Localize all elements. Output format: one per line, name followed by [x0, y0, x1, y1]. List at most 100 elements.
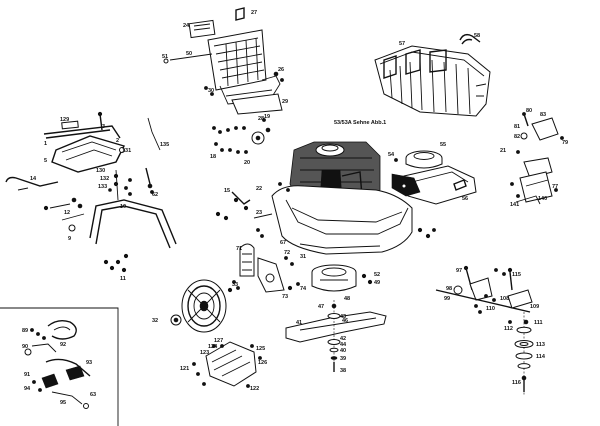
label-30: 30 — [208, 88, 214, 94]
part-number-labels: 24 27 50 51 57 58 26 29 30 28 129 1 3 2 … — [22, 10, 568, 406]
label-93: 93 — [86, 360, 92, 366]
label-43: 43 — [340, 314, 346, 320]
label-91: 91 — [24, 372, 30, 378]
label-82: 82 — [514, 134, 520, 140]
engine-and-deck — [271, 141, 413, 255]
label-51: 51 — [162, 54, 168, 60]
handle-upper — [43, 111, 126, 201]
label-89: 89 — [22, 328, 28, 334]
label-26: 26 — [278, 67, 284, 73]
label-108: 108 — [500, 296, 509, 302]
label-1: 1 — [44, 141, 47, 147]
label-5: 5 — [44, 158, 47, 164]
label-74: 74 — [300, 286, 307, 292]
label-18: 18 — [210, 154, 216, 160]
label-24: 24 — [183, 23, 190, 29]
label-32: 32 — [152, 318, 158, 324]
label-44: 44 — [340, 342, 347, 348]
label-98: 98 — [446, 286, 452, 292]
label-55: 55 — [440, 142, 446, 148]
label-124: 124 — [208, 344, 218, 350]
label-80: 80 — [526, 108, 532, 114]
deck-left-hardware — [215, 182, 290, 238]
label-132: 132 — [100, 176, 109, 182]
label-121: 121 — [180, 366, 189, 372]
label-72: 72 — [284, 250, 290, 256]
label-109: 109 — [530, 304, 539, 310]
side-bracket — [391, 158, 421, 197]
label-63: 63 — [90, 392, 96, 398]
air-filter-cover — [405, 150, 443, 169]
label-113: 113 — [536, 342, 545, 348]
label-77: 77 — [552, 184, 558, 190]
label-73: 73 — [282, 294, 288, 300]
label-22: 22 — [256, 186, 262, 192]
right-lower-parts — [435, 265, 534, 396]
label-115: 115 — [512, 272, 521, 278]
label-92: 92 — [60, 342, 66, 348]
label-79: 79 — [562, 140, 568, 146]
label-112: 112 — [504, 326, 513, 332]
label-90: 90 — [22, 344, 28, 350]
label-21: 21 — [500, 148, 506, 154]
label-81: 81 — [514, 124, 520, 130]
label-122: 122 — [250, 386, 259, 392]
label-125: 125 — [256, 346, 265, 352]
label-126: 126 — [258, 360, 267, 366]
blade-adapter — [311, 264, 373, 292]
label-57: 57 — [399, 41, 405, 47]
handle-lower — [43, 178, 177, 273]
label-56: 56 — [462, 196, 468, 202]
label-54: 54 — [388, 152, 395, 158]
label-38: 38 — [340, 368, 346, 374]
label-29: 29 — [282, 99, 288, 105]
label-41: 41 — [296, 320, 302, 326]
label-14: 14 — [30, 176, 37, 182]
label-141: 141 — [510, 202, 519, 208]
label-48: 48 — [344, 296, 350, 302]
side-guard — [192, 341, 262, 388]
label-123: 123 — [200, 350, 209, 356]
label-94: 94 — [24, 386, 31, 392]
label-116: 116 — [512, 380, 521, 386]
label-130: 130 — [96, 168, 105, 174]
label-129: 129 — [60, 117, 69, 123]
label-52: 52 — [374, 272, 380, 278]
label-140: 140 — [538, 196, 547, 202]
control-cable — [5, 176, 59, 191]
label-2: 2 — [116, 138, 119, 144]
label-83: 83 — [540, 112, 546, 118]
label-111: 111 — [534, 320, 543, 326]
rear-flap-assembly — [163, 7, 284, 122]
label-15: 15 — [224, 188, 230, 194]
right-upper-parts — [510, 112, 564, 205]
engine-side-panel — [403, 165, 477, 205]
label-12: 12 — [64, 210, 70, 216]
label-33: 33 — [232, 282, 238, 288]
label-28: 28 — [258, 116, 264, 122]
label-99: 99 — [444, 296, 450, 302]
label-11: 11 — [120, 276, 126, 282]
label-131: 131 — [122, 148, 131, 154]
grass-catcher-bag — [374, 45, 491, 117]
bag-hook — [459, 33, 481, 45]
label-53: 53/53A Sehne Abb.1 — [334, 120, 386, 126]
label-58: 58 — [474, 33, 480, 39]
label-10: 10 — [120, 204, 126, 210]
label-62: 62 — [152, 192, 158, 198]
label-67: 67 — [280, 240, 286, 246]
label-20: 20 — [244, 160, 250, 166]
label-71: 71 — [236, 246, 242, 252]
label-3: 3 — [102, 124, 105, 130]
label-40: 40 — [340, 348, 346, 354]
cutting-blade — [285, 300, 387, 372]
label-31: 31 — [300, 254, 306, 260]
label-110: 110 — [486, 306, 495, 312]
label-19: 19 — [264, 114, 270, 120]
label-50: 50 — [186, 51, 192, 57]
label-49: 49 — [374, 280, 380, 286]
deck-right-hardware — [417, 227, 436, 239]
label-114: 114 — [536, 354, 546, 360]
label-95: 95 — [60, 400, 66, 406]
